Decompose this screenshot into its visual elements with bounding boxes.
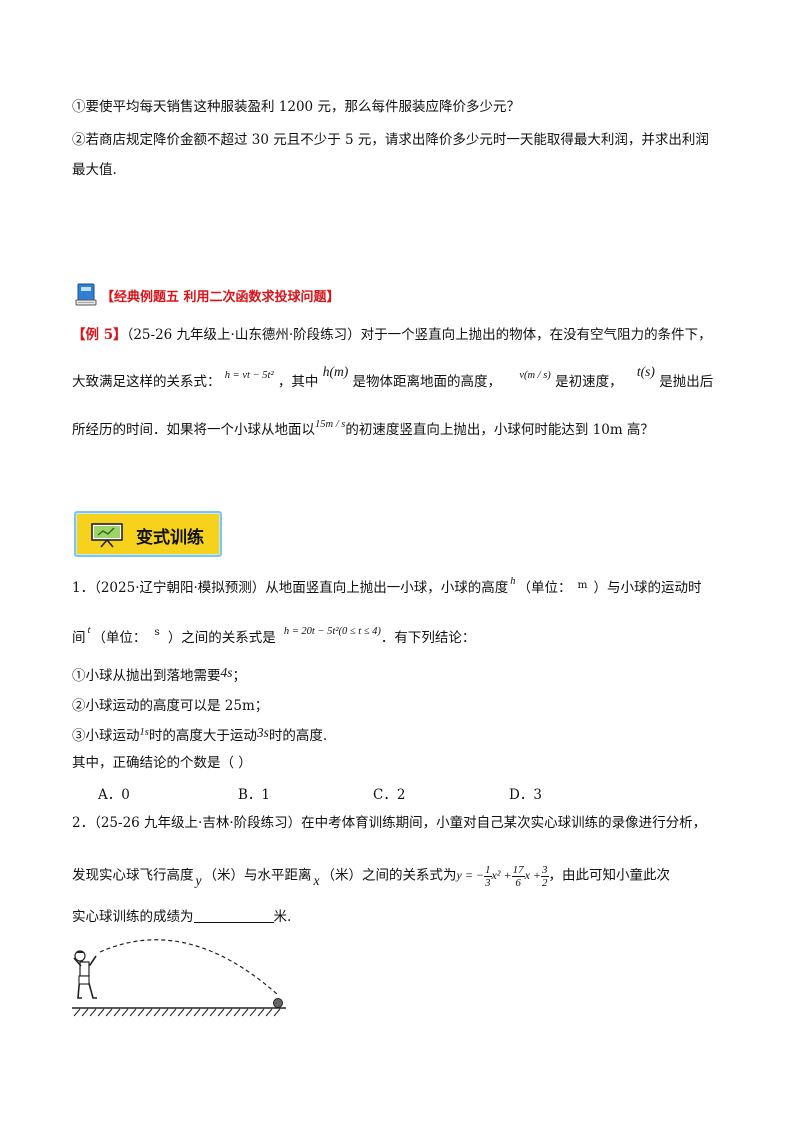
q1-item2-line2: 最大值.	[72, 162, 117, 178]
problem1-text: ；	[232, 668, 247, 684]
problem2-text: （米）与水平距离	[203, 867, 312, 884]
presentation-board-icon	[90, 522, 124, 548]
problem2-text: （米）之间的关系式为	[321, 867, 457, 884]
example5-line1: 【例 5】（25-26 九年级上·山东德州·阶段练习）对于一个竖直向上抛出的物体…	[72, 325, 712, 345]
conclusion-3: ③小球运动1s时的高度大于运动3s时的高度.	[72, 725, 328, 748]
problem1-text: （单位：	[517, 580, 572, 596]
variant-training-badge: 变式训练	[74, 511, 222, 557]
answer-blank[interactable]	[193, 908, 274, 923]
example5-text: ，其中	[277, 374, 319, 390]
symbol-h: h	[510, 576, 516, 587]
section-title: 【经典例题五 利用二次函数求投球问题】	[101, 290, 340, 305]
unit-m: m	[577, 579, 588, 591]
conclusion-1: ①小球从抛出到落地需要4s；	[72, 665, 247, 686]
option-b: B．1	[238, 787, 271, 803]
shot-put-illustration	[66, 928, 296, 1024]
problem1-question: 其中，正确结论的个数是（ ）	[72, 755, 252, 771]
example5-text: 所经历的时间．如果将一个小球从地面以	[72, 422, 315, 438]
problem1-text: ．有下列结论：	[380, 630, 476, 646]
problem2-text: 发现实心球飞行高度	[72, 867, 194, 884]
option-d: D．3	[509, 787, 542, 803]
problem2-text: ，由此可知小童此次	[548, 867, 671, 884]
q1-item1: ①要使平均每天销售这种服装盈利 1200 元，那么每件服装应降价多少元？	[72, 99, 520, 115]
numerator: 1	[484, 864, 492, 877]
example5-text: 是抛出后	[659, 374, 714, 390]
conclusion-2: ②小球运动的高度可以是 25m；	[72, 698, 269, 714]
example5-line3: 所经历的时间．如果将一个小球从地面以15m / s的初速度竖直向上抛出，小球何时…	[72, 419, 654, 442]
symbol-x: x	[313, 873, 320, 889]
example5-text: 是初速度，	[555, 374, 623, 390]
problem1-text: （单位：	[92, 630, 147, 646]
example5-text: 大致满足这样的关系式：	[72, 374, 221, 390]
formula-part: y = −	[456, 868, 485, 883]
q1-item2-line1: ②若商店规定降价金额不超过 30 元且不少于 5 元，请求出降价多少元时一天能取…	[72, 132, 709, 148]
problem1-text: ①小球从抛出到落地需要	[72, 668, 221, 684]
option-a: A．0	[98, 787, 130, 803]
formula-h-vt: h = vt − 5t²	[224, 370, 274, 381]
symbol-t: t	[87, 625, 91, 636]
initial-speed: 15m / s	[315, 419, 346, 430]
problem2-text: 实心球训练的成绩为	[72, 909, 194, 925]
problem1-text: ）之间的关系式是	[167, 630, 276, 646]
formula-h-20t: h = 20t − 5t²(0 ≤ t ≤ 4)	[283, 626, 381, 637]
problem1-text: 时的高度.	[268, 728, 328, 744]
numerator: 17	[511, 864, 525, 877]
trajectory-curve	[99, 939, 278, 995]
problem1-text: ）与小球的运动时	[593, 580, 702, 596]
thrower-figure-icon	[73, 950, 97, 999]
example5-text: （25-26 九年级上·山东德州·阶段练习）对于一个竖直向上抛出的物体，在没有空…	[126, 327, 712, 343]
ball-icon	[273, 998, 283, 1008]
problem2-line1: 2．（25-26 九年级上·吉林·阶段练习）在中考体育训练期间，小童对自己某次实…	[72, 815, 707, 831]
ground-hatch	[73, 1008, 281, 1017]
example5-text: 是物体距离地面的高度，	[352, 374, 502, 390]
problem1-text: 间	[72, 630, 86, 646]
problem2-line3: 实心球训练的成绩为 米.	[72, 907, 291, 927]
unit-s: s	[154, 626, 160, 638]
problem1-text: 1．（2025·辽宁朝阳·模拟预测）从地面竖直向上抛出一小球，小球的高度	[72, 580, 509, 596]
problem1-text: 时的高度大于运动	[148, 728, 257, 744]
denominator: 3	[485, 877, 491, 889]
problem2-text: 米.	[273, 909, 292, 925]
symbol-v: v(m / s)	[519, 370, 551, 381]
numerator: 3	[541, 864, 549, 877]
example5-line2: 大致满足这样的关系式： h = vt − 5t² ，其中 h(m) 是物体距离地…	[72, 364, 714, 394]
symbol-t: t(s)	[636, 364, 655, 379]
book-icon	[73, 281, 99, 307]
formula-part: x² +	[491, 868, 512, 883]
example5-tag: 【例 5】	[72, 327, 127, 343]
denominator: 6	[515, 877, 521, 889]
denominator: 2	[542, 877, 548, 889]
symbol-y: y	[195, 873, 202, 889]
variant-training-label: 变式训练	[136, 528, 204, 548]
symbol-h: h(m)	[322, 364, 349, 379]
option-c: C．2	[373, 787, 406, 803]
example5-text: 的初速度竖直向上抛出，小球何时能达到 10m 高？	[345, 422, 654, 438]
problem1-text: ③小球运动	[72, 728, 140, 744]
value-4s: 4s	[220, 665, 233, 680]
value-1s: 1s	[139, 727, 149, 738]
formula-part: x +	[524, 868, 541, 883]
value-3s: 3s	[256, 725, 269, 740]
